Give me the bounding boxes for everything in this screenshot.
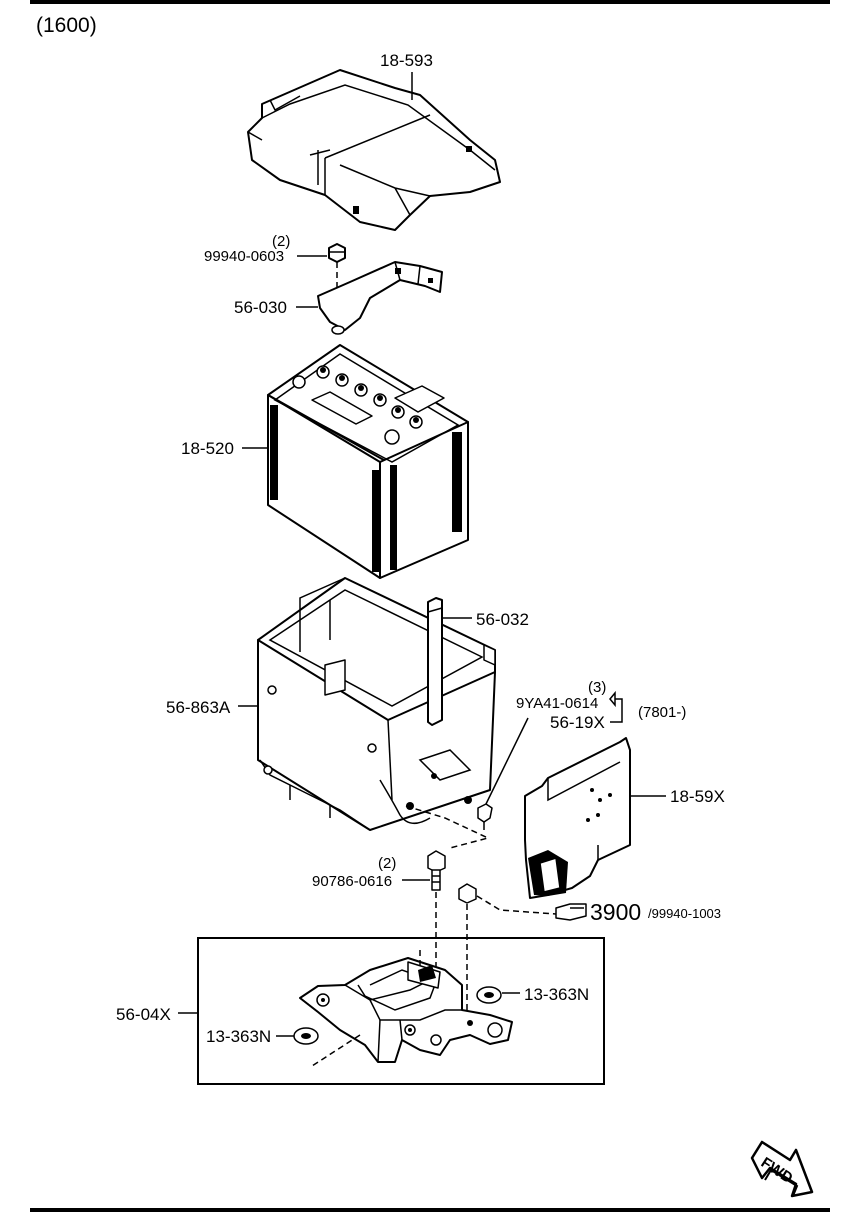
battery-tray[interactable]	[257, 577, 496, 831]
ref-nut[interactable]	[458, 883, 477, 904]
clip-range-label: (7801-)	[638, 704, 686, 721]
bracket-label: 18-59X	[670, 787, 725, 806]
carrier-label: 56-04X	[116, 1005, 171, 1024]
battery[interactable]	[267, 344, 469, 579]
nut-part[interactable]	[328, 243, 346, 263]
carrier-bracket[interactable]	[299, 957, 513, 1063]
clip-alt-label: 56-19X	[550, 713, 605, 732]
hold-clamp-label: 56-030	[234, 298, 287, 317]
pointing-hand-icon	[555, 903, 587, 921]
battery-caps	[292, 365, 423, 445]
nut-qty-label: (2)	[272, 233, 290, 250]
battery-cover-label: 18-593	[380, 51, 433, 70]
clip-part[interactable]	[477, 803, 493, 830]
ref-part-label: /99940-1003	[648, 906, 721, 921]
battery-label: 18-520	[181, 439, 234, 458]
grommet-left-label: 13-363N	[206, 1027, 271, 1046]
clip-qty-label: (3)	[588, 679, 606, 696]
bolt-qty-label: (2)	[378, 855, 396, 872]
variant-label: (1600)	[36, 14, 97, 37]
battery-cover[interactable]	[247, 69, 501, 231]
tray-label: 56-863A	[166, 698, 231, 717]
carrier-box	[197, 937, 605, 1085]
grommet-right[interactable]	[476, 986, 502, 1004]
bolt-part[interactable]	[427, 850, 446, 891]
hold-rod[interactable]	[427, 597, 443, 726]
grommet-left[interactable]	[293, 1027, 319, 1045]
bracket[interactable]	[524, 737, 631, 899]
bolt-label: 90786-0616	[312, 873, 392, 890]
grommet-right-label: 13-363N	[524, 985, 589, 1004]
hold-clamp[interactable]	[317, 261, 443, 335]
rod-label: 56-032	[476, 610, 529, 629]
clip-label: 9YA41-0614	[516, 695, 598, 712]
nut-label: 99940-0603	[204, 248, 284, 265]
fwd-arrow-icon: FWD	[750, 1140, 814, 1198]
ref-number-label[interactable]: 3900	[590, 899, 641, 925]
